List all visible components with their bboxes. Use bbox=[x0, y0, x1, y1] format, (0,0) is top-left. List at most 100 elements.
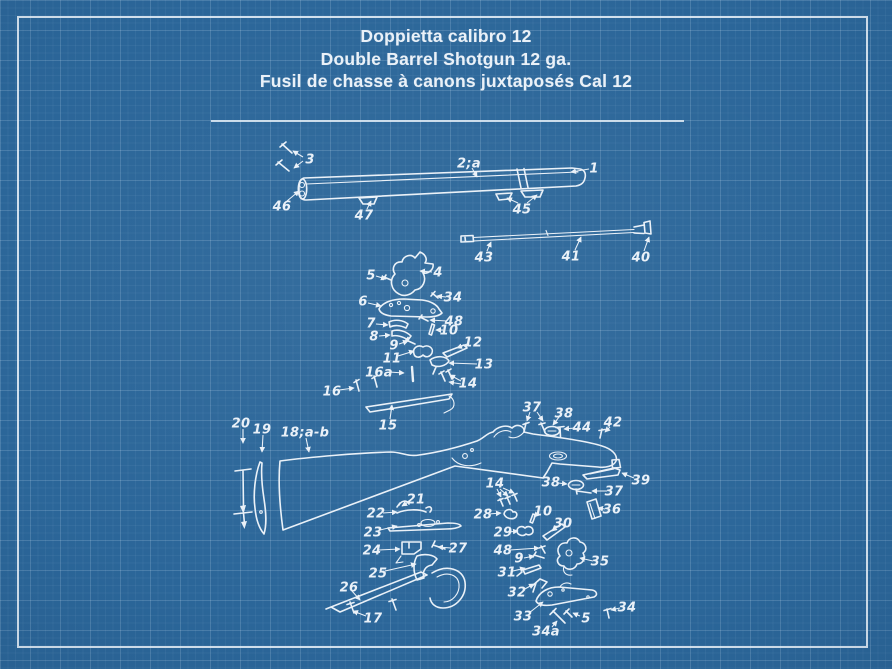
part-label-1: 1 bbox=[589, 162, 598, 177]
leader-line bbox=[286, 190, 300, 202]
part-label-35: 35 bbox=[591, 555, 610, 570]
part-label-3: 3 bbox=[305, 153, 314, 168]
leader-line bbox=[528, 601, 544, 614]
part-label-34: 34 bbox=[618, 601, 637, 616]
part-label-17: 17 bbox=[364, 612, 383, 627]
leader-line bbox=[448, 360, 478, 367]
leader-line bbox=[305, 437, 311, 453]
part-label-42: 42 bbox=[603, 416, 623, 431]
leader-line bbox=[512, 566, 526, 573]
part-label-37: 37 bbox=[605, 485, 624, 500]
leader-line bbox=[375, 321, 389, 328]
part-label-19: 19 bbox=[253, 423, 272, 438]
title-french: Fusil de chasse à canons juxtaposés Cal … bbox=[259, 71, 633, 91]
part-label-44: 44 bbox=[572, 421, 592, 436]
part-label-47: 47 bbox=[354, 209, 374, 224]
leader-line bbox=[523, 554, 535, 560]
leader-line bbox=[259, 434, 266, 453]
leader-line bbox=[621, 472, 635, 479]
part-hammer-4 bbox=[390, 251, 434, 297]
leader-line bbox=[429, 317, 448, 324]
part-label-48: 48 bbox=[493, 544, 513, 559]
part-butt-plate-19 bbox=[253, 461, 267, 535]
leader-line bbox=[643, 236, 651, 252]
part-label-12: 12 bbox=[464, 336, 483, 351]
leader-line bbox=[502, 487, 515, 494]
leader-line bbox=[419, 268, 433, 275]
part-label-8: 8 bbox=[369, 330, 378, 345]
part-label-34: 34 bbox=[444, 291, 463, 306]
part-label-21: 21 bbox=[407, 493, 426, 508]
leader-line bbox=[379, 524, 398, 531]
leader-line bbox=[572, 612, 581, 618]
part-label-26: 26 bbox=[340, 581, 359, 596]
leader-line bbox=[526, 194, 538, 204]
leader-line bbox=[597, 505, 606, 512]
part-barrels bbox=[297, 167, 587, 205]
part-label-22: 22 bbox=[367, 507, 386, 522]
leader-line bbox=[338, 385, 355, 392]
leader-line bbox=[574, 236, 582, 251]
part-top-lever-group bbox=[387, 500, 462, 532]
part-forend-iron bbox=[567, 458, 622, 520]
leader-line bbox=[551, 525, 559, 532]
leader-line bbox=[522, 583, 535, 591]
leader-line bbox=[579, 556, 594, 562]
part-label-7: 7 bbox=[366, 317, 376, 332]
leader-line bbox=[293, 160, 304, 169]
part-label-5: 5 bbox=[366, 269, 375, 284]
part-label-4: 4 bbox=[432, 266, 442, 281]
part-label-16: 16 bbox=[323, 385, 342, 400]
leader-line bbox=[496, 488, 502, 498]
leader-line bbox=[471, 167, 478, 178]
leader-line bbox=[536, 411, 544, 422]
leader-line bbox=[506, 197, 519, 204]
part-label-24: 24 bbox=[363, 544, 382, 559]
part-lockplate-6 bbox=[378, 298, 443, 318]
part-trigger-guard bbox=[325, 567, 466, 614]
part-stock-18 bbox=[278, 424, 618, 531]
leader-line bbox=[366, 200, 372, 210]
leader-line bbox=[352, 610, 367, 617]
leader-line bbox=[401, 500, 411, 507]
part-label-32: 32 bbox=[508, 586, 527, 601]
leader-line bbox=[486, 241, 492, 252]
leader-line bbox=[449, 374, 462, 382]
part-label-34a: 34a bbox=[532, 625, 560, 640]
leader-line bbox=[382, 509, 398, 516]
leader-line bbox=[378, 546, 401, 553]
leader-line bbox=[499, 488, 509, 497]
part-screw-5 bbox=[382, 274, 392, 281]
part-label-9: 9 bbox=[514, 552, 523, 567]
part-label-48: 48 bbox=[444, 315, 464, 330]
part-label-18;a-b: 18;a-b bbox=[281, 426, 330, 441]
part-label-31: 31 bbox=[498, 566, 517, 581]
leader-line bbox=[292, 150, 304, 158]
leader-line bbox=[437, 544, 452, 551]
part-label-39: 39 bbox=[632, 474, 651, 489]
part-label-9: 9 bbox=[389, 339, 398, 354]
title-divider-line bbox=[211, 120, 684, 122]
leader-line bbox=[436, 293, 447, 300]
part-forend-latch bbox=[522, 421, 606, 439]
leader-line bbox=[378, 332, 391, 339]
part-label-14: 14 bbox=[459, 377, 478, 392]
leader-line bbox=[398, 339, 409, 346]
part-label-29: 29 bbox=[494, 526, 513, 541]
leader-line bbox=[456, 343, 468, 349]
leader-line bbox=[610, 606, 621, 612]
part-label-28: 28 bbox=[474, 508, 493, 523]
leader-line bbox=[384, 562, 417, 572]
leader-line bbox=[570, 168, 590, 175]
part-label-33: 33 bbox=[514, 610, 533, 625]
part-label-46: 46 bbox=[272, 200, 292, 215]
part-label-5: 5 bbox=[581, 612, 590, 627]
leader-line bbox=[509, 545, 540, 552]
artwork-layer bbox=[233, 141, 652, 624]
title-english: Double Barrel Shotgun 12 ga. bbox=[320, 48, 572, 69]
part-label-23: 23 bbox=[364, 526, 383, 541]
part-label-38: 38 bbox=[555, 407, 574, 422]
